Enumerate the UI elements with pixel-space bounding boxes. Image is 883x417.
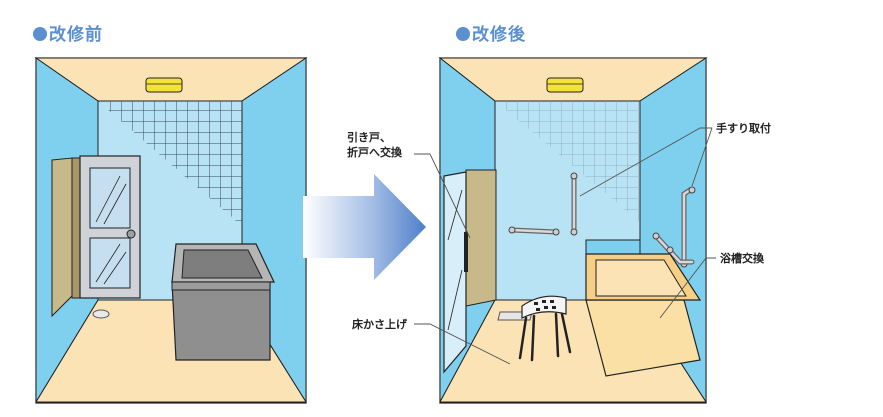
callout-handrail-installation: 手すり取付 — [716, 122, 771, 135]
before-room — [34, 57, 308, 404]
bullet-icon — [33, 27, 47, 41]
after-ceiling-light — [546, 77, 584, 93]
transition-arrow-icon — [303, 174, 426, 280]
after-room — [414, 56, 716, 404]
after-new-bathtub — [585, 239, 702, 377]
after-heading: 改修後 — [456, 20, 526, 45]
after-handrails — [508, 172, 696, 268]
before-hinged-door — [51, 155, 141, 318]
after-sliding-door — [443, 169, 497, 374]
after-bath-stool — [518, 295, 572, 362]
callout-bathtub-replacement: 浴槽交換 — [720, 252, 764, 265]
callout-door-replacement: 引き戸、 折戸へ交換 — [347, 131, 402, 159]
bullet-icon — [456, 27, 470, 41]
callout-leaders — [414, 127, 716, 365]
before-heading: 改修前 — [33, 20, 103, 45]
before-old-bathtub — [171, 243, 275, 361]
callout-floor-raise: 床かさ上げ — [352, 318, 407, 331]
before-heading-text: 改修前 — [49, 25, 103, 45]
before-floor-drain — [92, 309, 110, 319]
before-ceiling-light — [145, 77, 183, 93]
after-heading-text: 改修後 — [472, 25, 526, 45]
